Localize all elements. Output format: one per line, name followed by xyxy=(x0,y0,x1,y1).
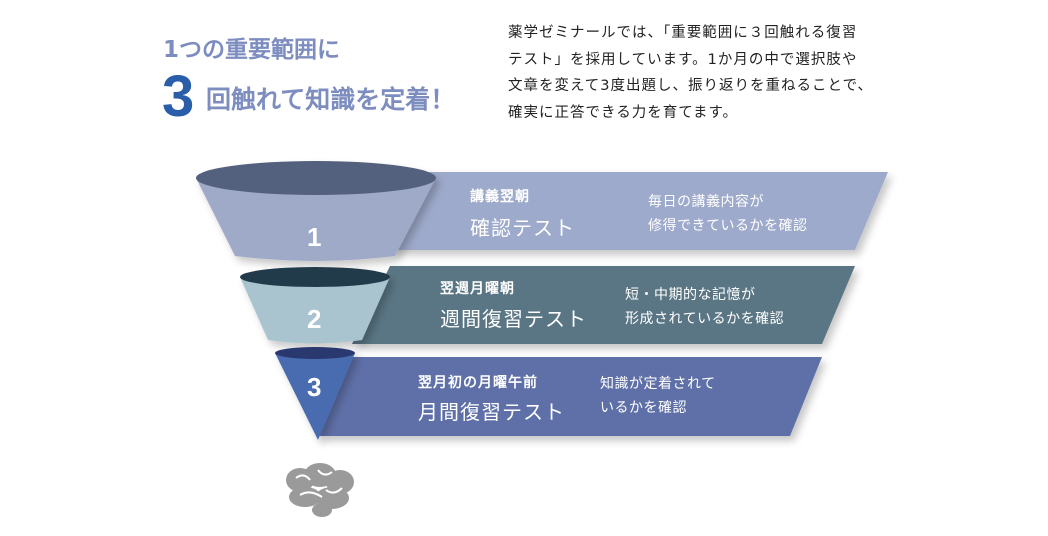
step-timing: 講義翌朝 xyxy=(470,189,530,205)
step-description: 短・中期的な記憶が 形成されているかを確認 xyxy=(625,283,784,331)
intro-line: 確実に正答できる力を育てます。 xyxy=(508,104,739,121)
funnel-stage-1 xyxy=(196,161,436,261)
desc-line: 毎日の講義内容が xyxy=(648,194,764,210)
intro-paragraph: 薬学ゼミナールでは、「重要範囲に３回触れる復習 テスト」を採用しています。1か月… xyxy=(508,20,873,126)
step-name: 月間復習テスト xyxy=(418,400,565,424)
intro-line: 文章を変えて3度出題し、振り返りを重ねることで、 xyxy=(508,78,873,94)
funnel-stage-3 xyxy=(275,347,355,440)
step-description: 知識が定着されて いるかを確認 xyxy=(600,372,716,420)
step-number-3: 3 xyxy=(307,372,322,402)
desc-line: 修得できているかを確認 xyxy=(648,218,808,234)
desc-line: いるかを確認 xyxy=(600,400,687,416)
desc-line: 知識が定着されて xyxy=(600,376,716,392)
funnel-stage-2 xyxy=(240,267,390,344)
step-timing: 翌月初の月曜午前 xyxy=(418,375,538,391)
step-description: 毎日の講義内容が 修得できているかを確認 xyxy=(648,190,808,238)
desc-line: 短・中期的な記憶が xyxy=(625,287,756,303)
intro-line: テスト」を採用しています。1か月の中で選択肢や xyxy=(508,51,858,68)
intro-line: 薬学ゼミナールでは、「重要範囲に３回触れる復習 xyxy=(508,25,858,41)
step-timing: 翌週月曜朝 xyxy=(440,281,515,297)
step-number-2: 2 xyxy=(307,304,322,334)
heading-line1: 1つの重要範囲に xyxy=(163,37,341,63)
heading-line2: 回触れて知識を定着！ xyxy=(206,85,456,114)
step-band-2 xyxy=(352,266,855,344)
desc-line: 形成されているかを確認 xyxy=(625,311,785,327)
heading-number: 3 xyxy=(162,64,195,129)
brain-icon xyxy=(286,463,354,517)
step-name: 週間復習テスト xyxy=(440,307,587,331)
step-number-1: 1 xyxy=(307,222,322,252)
step-band-3 xyxy=(318,357,822,436)
step-band-1 xyxy=(390,172,888,250)
step-name: 確認テスト xyxy=(470,216,575,240)
